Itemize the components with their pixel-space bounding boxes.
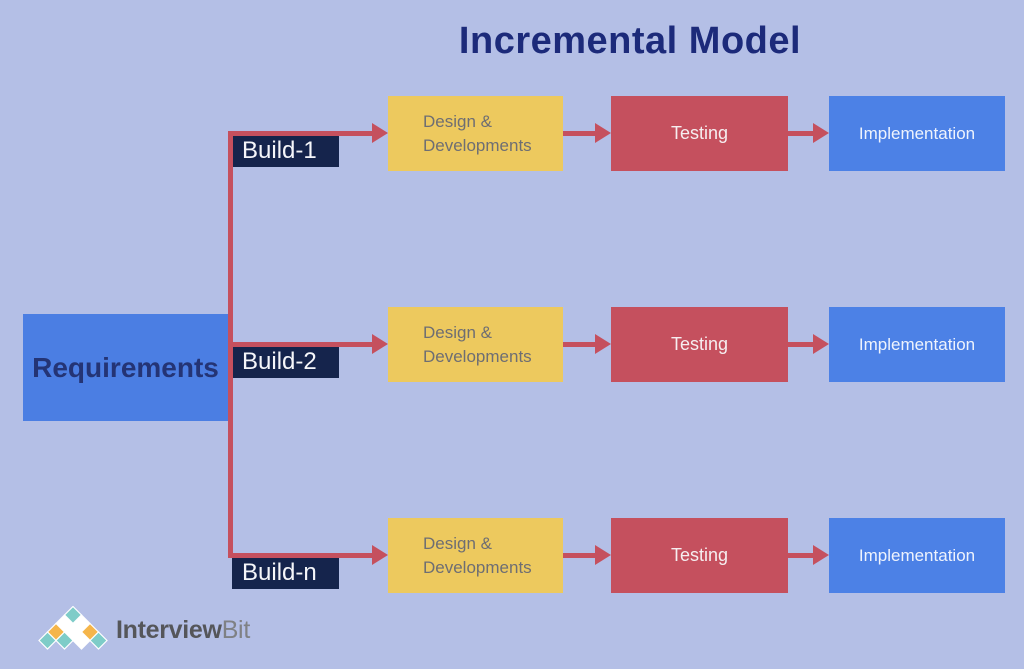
arrow-head-icon: [372, 334, 388, 354]
brand-secondary: Bit: [221, 615, 251, 644]
arrow-shaft: [228, 553, 373, 558]
arrow-shaft: [788, 553, 815, 558]
build-label-box: Build-1: [232, 134, 339, 167]
implementation-box: Implementation: [829, 96, 1005, 171]
logo-diamond: [72, 631, 91, 650]
build-row-2: Build-2 Design & Developments Testing Im…: [0, 307, 1024, 382]
arrow-shaft: [563, 342, 597, 347]
page-title: Incremental Model: [458, 20, 802, 62]
implementation-box: Implementation: [829, 307, 1005, 382]
implementation-box: Implementation: [829, 518, 1005, 593]
design-box: Design & Developments: [388, 518, 563, 593]
interviewbit-logo: InterviewBit: [38, 606, 250, 654]
arrow-shaft: [788, 342, 815, 347]
design-box: Design & Developments: [388, 96, 563, 171]
build-row-1: Build-1 Design & Developments Testing Im…: [0, 96, 1024, 171]
testing-box: Testing: [611, 518, 788, 593]
build-row-3: Build-n Design & Developments Testing Im…: [0, 518, 1024, 593]
logo-diamond: [55, 631, 74, 650]
build-label-box: Build-2: [232, 345, 339, 378]
arrow-head-icon: [813, 545, 829, 565]
requirements-label: Requirements: [32, 351, 219, 383]
arrow-head-icon: [595, 334, 611, 354]
logo-diamond: [38, 631, 57, 650]
interviewbit-pyramid-icon: [38, 606, 108, 650]
arrow-head-icon: [595, 545, 611, 565]
design-box: Design & Developments: [388, 307, 563, 382]
arrow-shaft: [563, 131, 597, 136]
arrow-shaft: [228, 342, 373, 347]
testing-box: Testing: [611, 96, 788, 171]
arrow-shaft: [788, 131, 815, 136]
build-label-box: Build-n: [232, 556, 339, 589]
logo-diamond: [89, 631, 108, 650]
arrow-head-icon: [595, 123, 611, 143]
arrow-head-icon: [372, 123, 388, 143]
interviewbit-wordmark: InterviewBit: [116, 616, 250, 645]
requirements-box: Requirements: [23, 314, 228, 421]
arrow-shaft: [228, 131, 373, 136]
brand-primary: Interview: [116, 615, 222, 644]
arrow-head-icon: [372, 545, 388, 565]
arrow-shaft: [563, 553, 597, 558]
testing-box: Testing: [611, 307, 788, 382]
arrow-head-icon: [813, 334, 829, 354]
arrow-head-icon: [813, 123, 829, 143]
